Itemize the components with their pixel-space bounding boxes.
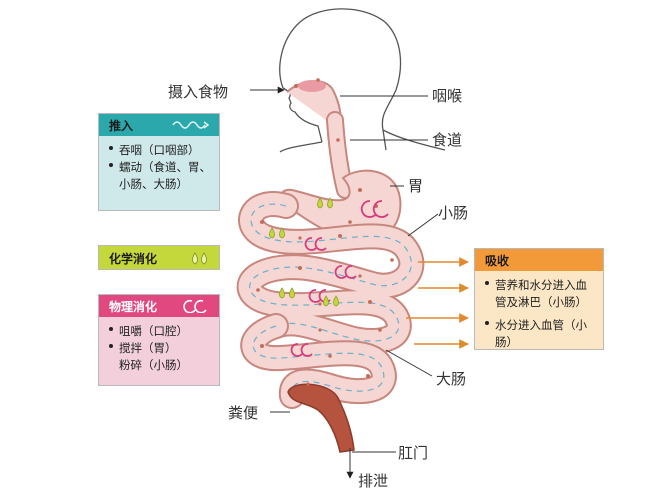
label-esophagus: 食道 xyxy=(432,129,462,150)
wave-icon xyxy=(171,118,211,132)
propulsion-box: 推入 吞咽（口咽部） 蠕动（食道、胃、小肠、大肠） xyxy=(98,113,220,211)
label-small-intestine: 小肠 xyxy=(438,202,468,223)
propulsion-item: 吞咽（口咽部） xyxy=(119,142,211,159)
label-ingest: 摄入食物 xyxy=(168,81,228,102)
propulsion-item: 蠕动（食道、胃、小肠、大肠） xyxy=(119,159,211,193)
physical-item: 咀嚼（口腔） xyxy=(119,323,211,340)
chemical-digestion-box: 化学消化 xyxy=(98,245,220,270)
physical-digestion-box: 物理消化 咀嚼（口腔） 搅拌（胃） 粉碎（小肠） xyxy=(98,294,220,386)
label-large-intestine: 大肠 xyxy=(436,368,466,389)
label-stomach: 胃 xyxy=(408,175,423,196)
physical-item: 搅拌（胃） xyxy=(119,340,211,357)
propulsion-title: 推入 xyxy=(109,117,133,134)
physical-item: 粉碎（小肠） xyxy=(119,357,211,374)
chemical-title: 化学消化 xyxy=(109,250,157,267)
absorption-header: 吸收 xyxy=(475,249,603,271)
label-anus: 肛门 xyxy=(398,442,428,463)
label-feces: 粪便 xyxy=(228,402,258,423)
label-pharynx: 咽喉 xyxy=(432,85,462,106)
chemical-header: 化学消化 xyxy=(99,246,219,271)
absorption-item: 营养和水分进入血管及淋巴（小肠） xyxy=(495,277,595,311)
physical-title: 物理消化 xyxy=(109,298,157,315)
head-outline xyxy=(280,9,445,152)
absorption-box: 吸收 营养和水分进入血管及淋巴（小肠） 水分进入血管（小肠） xyxy=(474,248,604,350)
physical-header: 物理消化 xyxy=(99,295,219,317)
absorption-title: 吸收 xyxy=(485,252,509,269)
droplets-icon xyxy=(189,251,211,267)
propulsion-header: 推入 xyxy=(99,114,219,136)
absorption-item: 水分进入血管（小肠） xyxy=(495,317,595,351)
mixing-circles-icon xyxy=(181,299,211,313)
label-excretion: 排泄 xyxy=(358,470,388,491)
